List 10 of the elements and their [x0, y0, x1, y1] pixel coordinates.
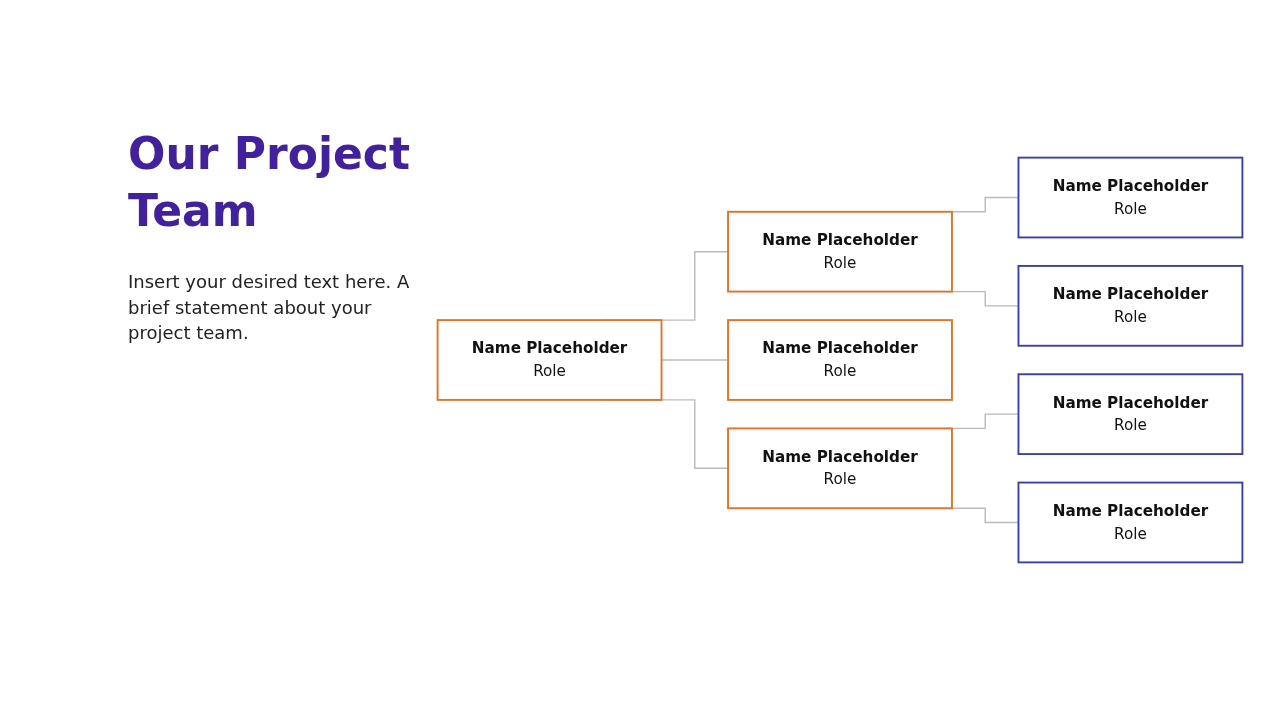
- node-box: Name Placeholder Role: [436, 319, 663, 401]
- node-box: Name Placeholder Role: [727, 427, 953, 510]
- node-box: Name Placeholder Role: [1017, 373, 1244, 455]
- node-box: Name Placeholder Role: [1017, 156, 1244, 239]
- node-box: Name Placeholder Role: [727, 319, 953, 401]
- node-box: Name Placeholder Role: [1017, 265, 1244, 347]
- title: Our Project Team: [128, 127, 411, 239]
- description-text: Insert your desired text here. A brief statement about your project team.: [128, 270, 411, 345]
- node-box: Name Placeholder Role: [727, 210, 953, 293]
- node-box: Name Placeholder Role: [1017, 481, 1244, 564]
